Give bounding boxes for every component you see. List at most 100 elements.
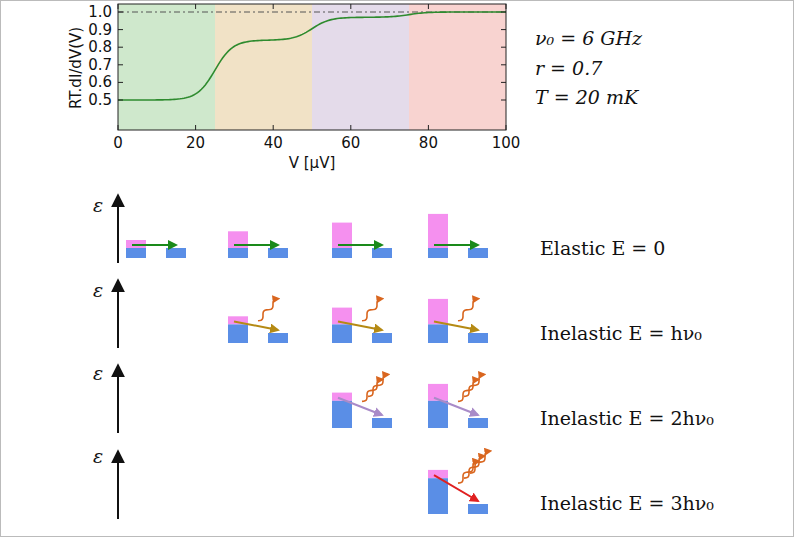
- tunneling-arrow: [434, 244, 478, 246]
- tunneling-arrow: [434, 398, 478, 415]
- tunneling-arrow: [132, 244, 176, 246]
- fermi-sea-right: [268, 333, 288, 343]
- fermi-sea-left: [428, 248, 448, 258]
- fermi-sea-right: [468, 418, 488, 428]
- energy-axis: [117, 366, 119, 433]
- parameter-label: ν₀ = 6 GHz: [535, 28, 642, 49]
- photon-wave: [458, 379, 478, 401]
- energy-axis: [117, 196, 119, 263]
- x-tick: [195, 4, 196, 9]
- energy-symbol: ε: [93, 363, 103, 384]
- y-tick: [118, 100, 123, 101]
- x-tick: [350, 125, 351, 130]
- region-band: [215, 4, 312, 130]
- photon-wave: [362, 299, 382, 321]
- fermi-sea-right: [468, 504, 488, 514]
- conductance-curve: [118, 12, 506, 100]
- x-tick: [428, 125, 429, 130]
- tick-label: 20: [186, 135, 205, 152]
- fermi-sea-left: [428, 401, 448, 428]
- parameter-label: T = 20 mK: [535, 87, 638, 108]
- tick-label: 0: [113, 135, 123, 152]
- x-tick: [195, 125, 196, 130]
- tick-label: 0.8: [88, 39, 112, 56]
- y-tick: [118, 64, 123, 65]
- x-tick: [118, 4, 119, 9]
- tunneling-arrow: [434, 321, 478, 330]
- tick-label: 0.6: [88, 74, 112, 91]
- region-band: [312, 4, 409, 130]
- process-label: Inelastic E = hν₀: [540, 323, 702, 344]
- photon-wave: [464, 374, 484, 396]
- excess-electrons: [428, 384, 448, 401]
- photon-wave: [458, 299, 478, 321]
- region-band: [118, 4, 215, 130]
- tick-label: 60: [341, 135, 360, 152]
- x-tick: [506, 125, 507, 130]
- energy-axis: [117, 281, 119, 348]
- photon-wave: [464, 456, 484, 478]
- region-band: [409, 4, 506, 130]
- x-tick: [506, 4, 507, 9]
- fermi-sea-left: [332, 248, 352, 258]
- energy-symbol: ε: [93, 195, 103, 216]
- process-label: Elastic E = 0: [540, 238, 665, 259]
- energy-axis: [117, 452, 119, 519]
- y-tick: [501, 100, 506, 101]
- tick-label: 0.7: [88, 57, 112, 74]
- fermi-sea-left: [332, 401, 352, 428]
- y-tick: [118, 29, 123, 30]
- fermi-sea-left: [126, 248, 146, 258]
- x-tick: [428, 4, 429, 9]
- x-tick: [273, 125, 274, 130]
- tick-label: 40: [264, 135, 283, 152]
- fermi-sea-left: [228, 324, 248, 343]
- fermi-sea-right: [468, 333, 488, 343]
- x-tick: [350, 4, 351, 9]
- excess-electrons: [428, 299, 448, 325]
- energy-symbol: ε: [93, 280, 103, 301]
- process-label: Inelastic E = 3hν₀: [540, 493, 714, 514]
- energy-symbol: ε: [93, 446, 103, 467]
- fermi-sea-left: [228, 248, 248, 258]
- y-tick: [501, 47, 506, 48]
- parameter-label: r = 0.7: [535, 58, 602, 79]
- excess-electrons: [428, 214, 448, 248]
- photon-wave: [258, 299, 278, 321]
- tunneling-arrow: [434, 475, 478, 501]
- fermi-sea-right: [372, 248, 392, 258]
- tunneling-arrow: [234, 321, 278, 330]
- tunneling-arrow: [234, 244, 278, 246]
- tick-label: 0.5: [88, 92, 112, 109]
- fermi-sea-right: [468, 248, 488, 258]
- y-tick: [501, 82, 506, 83]
- photon-wave: [470, 451, 490, 473]
- tick-label: 1.0: [88, 4, 112, 21]
- tunneling-arrow: [338, 321, 382, 330]
- fermi-sea-right: [268, 248, 288, 258]
- photon-wave: [368, 374, 388, 396]
- plot-frame: [118, 4, 506, 130]
- fermi-sea-right: [372, 418, 392, 428]
- fermi-sea-left: [332, 324, 352, 343]
- y-tick: [501, 64, 506, 65]
- y-tick: [118, 82, 123, 83]
- x-tick: [118, 125, 119, 130]
- tick-label: 80: [419, 135, 438, 152]
- y-tick: [118, 12, 123, 13]
- y-tick: [118, 47, 123, 48]
- process-label: Inelastic E = 2hν₀: [540, 408, 714, 429]
- tunneling-arrow: [338, 398, 382, 415]
- fermi-sea-right: [166, 248, 186, 258]
- fermi-sea-right: [372, 333, 392, 343]
- y-tick: [501, 29, 506, 30]
- tunneling-arrow: [338, 244, 382, 246]
- fermi-sea-left: [428, 324, 448, 343]
- photon-wave: [362, 379, 382, 401]
- fermi-sea-left: [428, 478, 448, 514]
- x-tick: [273, 4, 274, 9]
- y-tick: [501, 12, 506, 13]
